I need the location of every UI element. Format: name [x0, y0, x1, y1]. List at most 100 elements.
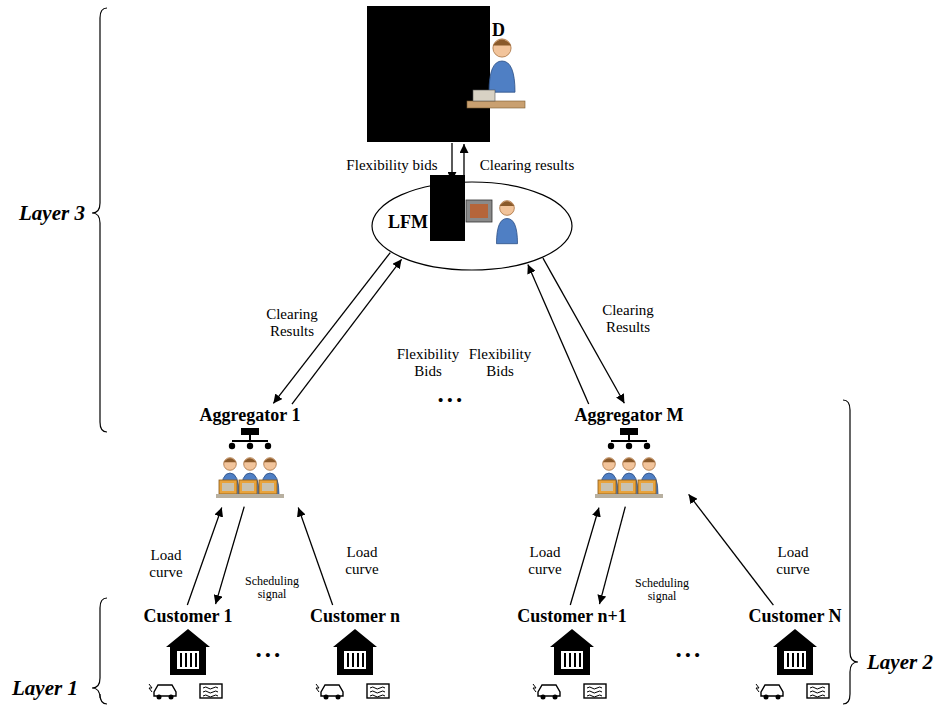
- flow-arrow: [298, 508, 332, 605]
- icon-part: [553, 694, 558, 699]
- icon-part: [200, 684, 222, 698]
- flow-arrow: [570, 508, 599, 605]
- aggregator-name: Aggregator M: [571, 405, 688, 426]
- icon-part: [497, 219, 518, 244]
- icon-part: [203, 687, 218, 689]
- layer-bracket: [843, 400, 858, 704]
- icon-part: [598, 480, 616, 494]
- aggregator-icon: [589, 428, 669, 506]
- edge-label: Load curve: [147, 546, 184, 581]
- icon-part: [550, 629, 594, 675]
- customer-name: Customer N: [744, 606, 845, 627]
- icon-part: [470, 204, 488, 218]
- edge-label: Clearing Results: [264, 305, 320, 340]
- icon-part: [247, 442, 253, 448]
- edge-label: Flexibility bids: [344, 156, 439, 175]
- icon-part: [621, 483, 633, 491]
- flow-arrow: [600, 507, 626, 604]
- ellipsis-dots: •••: [676, 647, 704, 664]
- icon-part: [203, 691, 218, 693]
- icon-part: [797, 653, 799, 667]
- icon-part: [623, 458, 636, 462]
- customer-name: Customer 1: [139, 606, 236, 627]
- icon-part: [802, 653, 804, 667]
- icon-part: [372, 182, 572, 270]
- icon-part: [344, 651, 366, 669]
- flow-arrow: [187, 508, 221, 605]
- icon-part: [764, 694, 769, 699]
- icon-part: [561, 651, 583, 669]
- icon-part: [241, 428, 259, 435]
- edge-label: Load curve: [774, 543, 811, 578]
- icon-part: [242, 483, 254, 491]
- icon-part: [222, 483, 234, 491]
- icon-part: [584, 684, 606, 698]
- icon-part: [564, 653, 566, 667]
- icon-part: [644, 442, 650, 448]
- icon-part: [533, 684, 536, 692]
- icon-part: [810, 691, 825, 693]
- aggregator-icon: [210, 428, 290, 506]
- layer-label: Layer 1: [12, 676, 78, 701]
- icon-part: [224, 458, 237, 462]
- flow-arrow: [689, 494, 774, 605]
- layer-label: Layer 3: [19, 201, 85, 226]
- edge-label: Scheduling signal: [243, 574, 301, 602]
- customer-node: Customer n: [306, 606, 404, 705]
- customer-name: Customer n+1: [513, 606, 630, 627]
- ellipsis-dots: •••: [438, 392, 466, 409]
- icon-part: [370, 687, 385, 689]
- customer-node: Customer n+1: [513, 606, 630, 705]
- icon-part: [541, 694, 546, 699]
- icon-part: [262, 483, 274, 491]
- icon-part: [638, 480, 656, 494]
- ellipsis-dots: •••: [256, 647, 284, 664]
- icon-part: [367, 684, 389, 698]
- icon-part: [219, 480, 237, 494]
- icon-part: [500, 201, 515, 216]
- icon-part: [239, 480, 257, 494]
- icon-part: [493, 39, 511, 57]
- icon-part: [347, 653, 349, 667]
- operator-name: D: [492, 20, 505, 41]
- icon-part: [224, 457, 237, 470]
- icon-part: [787, 653, 789, 667]
- icon-part: [467, 101, 525, 108]
- icon-part: [370, 691, 385, 693]
- icon-part: [357, 653, 359, 667]
- aggregator-node: Aggregator 1: [196, 405, 305, 506]
- icon-part: [538, 685, 560, 696]
- icon-part: [643, 457, 656, 470]
- icon-part: [608, 442, 614, 448]
- market-name: LFM: [388, 212, 428, 233]
- icon-part: [264, 457, 277, 470]
- icon-part: [335, 694, 340, 699]
- edge-label: Clearing results: [478, 156, 577, 175]
- house-icon: [315, 629, 395, 705]
- icon-part: [185, 653, 187, 667]
- icon-part: [603, 458, 616, 462]
- icon-part: [493, 40, 511, 46]
- icon-part: [154, 685, 176, 696]
- layer-label: Layer 2: [867, 650, 933, 675]
- icon-part: [574, 653, 576, 667]
- icon-part: [611, 440, 647, 442]
- icon-part: [466, 200, 492, 222]
- icon-part: [180, 653, 182, 667]
- icon-part: [157, 694, 162, 699]
- icon-part: [265, 442, 271, 448]
- market-ellipse: LFM: [372, 182, 572, 270]
- customer-node: Customer N: [744, 606, 845, 705]
- icon-part: [810, 687, 825, 689]
- icon-part: [362, 653, 364, 667]
- icon-part: [333, 629, 377, 675]
- icon-part: [177, 651, 199, 669]
- icon-part: [601, 483, 613, 491]
- icon-part: [807, 684, 829, 698]
- icon-part: [500, 201, 515, 206]
- icon-part: [244, 457, 257, 470]
- icon-part: [244, 458, 257, 462]
- customer-node: Customer 1: [139, 606, 236, 705]
- flow-arrow: [216, 507, 245, 604]
- icon-part: [203, 695, 218, 697]
